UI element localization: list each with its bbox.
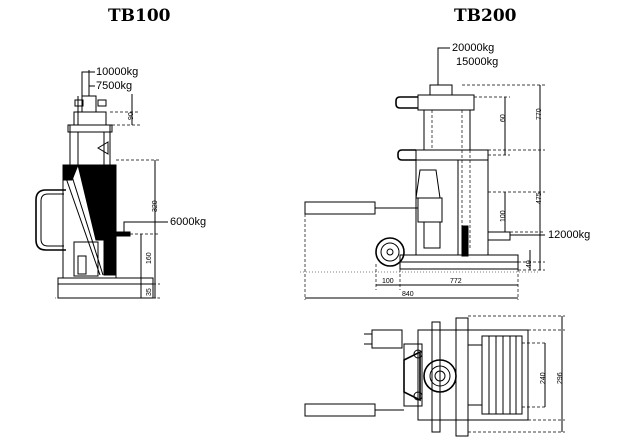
tb100-dim-height: 320 bbox=[152, 200, 159, 212]
tb100-title: TB100 bbox=[108, 6, 171, 26]
tb100-capacity-toe: 6000kg bbox=[170, 216, 207, 228]
tb100-capacity-top-1: 10000kg bbox=[96, 66, 139, 78]
tb200-dim-toe-height: 40 bbox=[526, 260, 533, 268]
tb200-dim-base-length: 772 bbox=[450, 278, 462, 285]
tb100-side-view bbox=[35, 70, 168, 299]
tb200-capacity-top-1: 20000kg bbox=[452, 42, 495, 54]
tb200-dim-width-outer: 296 bbox=[557, 372, 564, 384]
tb200-dim-height-mid: 475 bbox=[536, 192, 543, 204]
tb200-capacity-top-2: 15000kg bbox=[456, 56, 499, 68]
tb200-top-view bbox=[304, 315, 565, 437]
tb200-dim-lift-top: 60 bbox=[500, 114, 507, 122]
tb200-dim-toe-stroke: 100 bbox=[500, 210, 507, 222]
tb200-dim-total-length: 840 bbox=[402, 291, 414, 298]
tb100-dim-stroke-top: 90 bbox=[128, 112, 135, 120]
tb200-dim-overall-height: 770 bbox=[536, 108, 543, 120]
tb200-side-view bbox=[300, 47, 545, 300]
tb100-dim-base: 35 bbox=[146, 288, 153, 296]
tb100-capacity-top-2: 7500kg bbox=[96, 80, 133, 92]
tb200-title: TB200 bbox=[454, 6, 517, 26]
tb200-dim-wheel-offset: 100 bbox=[382, 278, 394, 285]
tb200-capacity-toe: 12000kg bbox=[548, 229, 591, 241]
tb100-dim-toe-height: 160 bbox=[146, 252, 153, 264]
tb200-dim-width-inner: 240 bbox=[540, 372, 547, 384]
